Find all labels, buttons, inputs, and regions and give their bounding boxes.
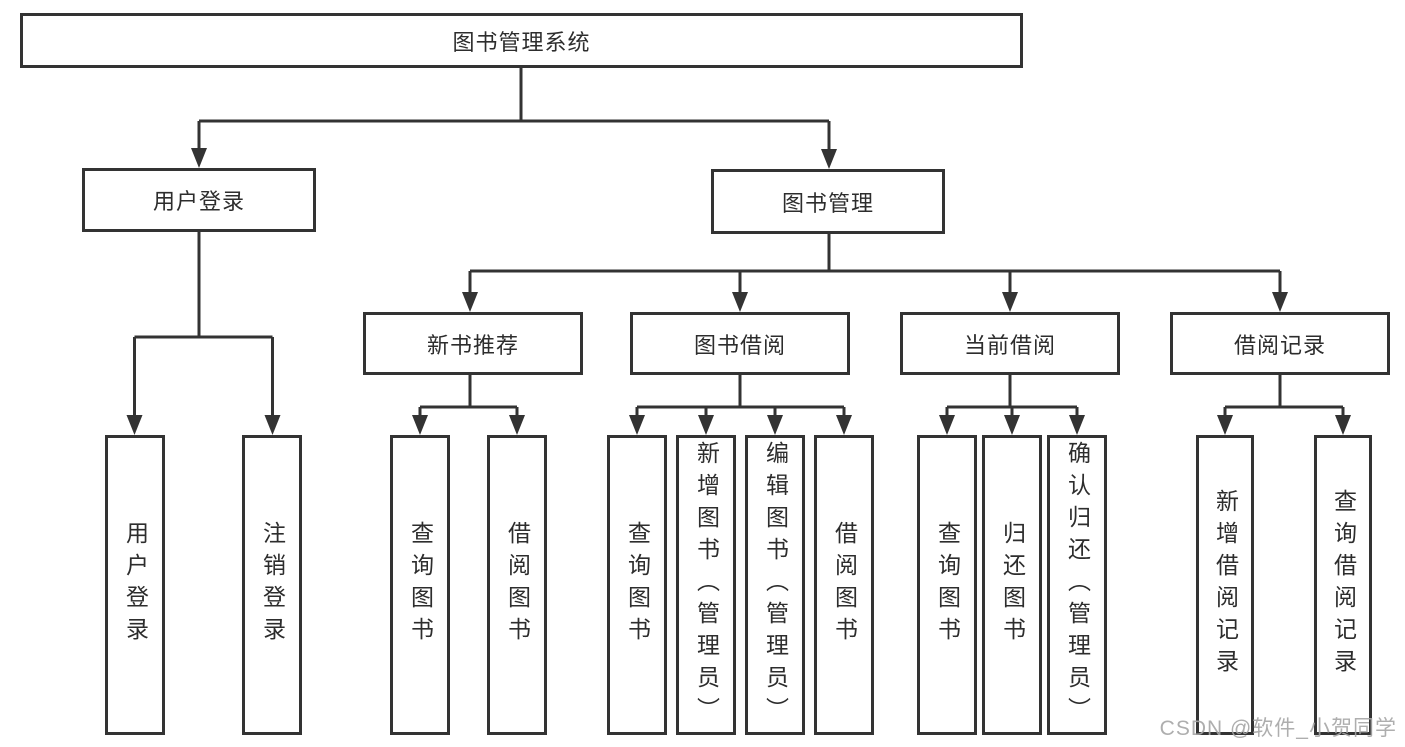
leaf-borrow-books-recommend: 借阅图书 bbox=[487, 435, 547, 735]
connector-root-to-level2 bbox=[197, 68, 831, 153]
connector-user-login-group bbox=[133, 232, 274, 419]
leaf-borrow-books-borrowing-label: 借阅图书 bbox=[831, 521, 858, 649]
leaf-confirm-return-admin-label: 确认归还（管理员） bbox=[1064, 441, 1091, 729]
connector-current-borrowing-group bbox=[945, 375, 1079, 419]
leaf-query-books-borrowing: 查询图书 bbox=[607, 435, 667, 735]
connector-book-management-to-level3 bbox=[468, 234, 1282, 296]
leaf-confirm-return-admin: 确认归还（管理员） bbox=[1047, 435, 1107, 735]
leaf-query-borrow-record-label: 查询借阅记录 bbox=[1330, 489, 1357, 681]
leaf-user-login: 用户登录 bbox=[105, 435, 165, 735]
node-book-management: 图书管理 bbox=[711, 169, 945, 234]
leaf-add-borrow-record: 新增借阅记录 bbox=[1196, 435, 1254, 735]
node-book-borrowing: 图书借阅 bbox=[630, 312, 850, 375]
leaf-return-books: 归还图书 bbox=[982, 435, 1042, 735]
connector-new-book-group bbox=[418, 375, 519, 419]
leaf-add-books-admin: 新增图书（管理员） bbox=[676, 435, 736, 735]
node-borrowing-records: 借阅记录 bbox=[1170, 312, 1390, 375]
node-root-system: 图书管理系统 bbox=[20, 13, 1023, 68]
connector-borrowing-records-group bbox=[1223, 375, 1345, 419]
leaf-add-books-admin-label: 新增图书（管理员） bbox=[693, 441, 720, 729]
leaf-borrow-books-recommend-label: 借阅图书 bbox=[504, 521, 531, 649]
leaf-query-books-current: 查询图书 bbox=[917, 435, 977, 735]
leaf-query-borrow-record: 查询借阅记录 bbox=[1314, 435, 1372, 735]
leaf-borrow-books-borrowing: 借阅图书 bbox=[814, 435, 874, 735]
leaf-logout: 注销登录 bbox=[242, 435, 302, 735]
arrowheads-level3 bbox=[462, 292, 1288, 312]
node-new-book-recommend: 新书推荐 bbox=[363, 312, 583, 375]
leaf-add-borrow-record-label: 新增借阅记录 bbox=[1212, 489, 1239, 681]
leaf-user-login-label: 用户登录 bbox=[122, 521, 149, 649]
leaf-edit-books-admin: 编辑图书（管理员） bbox=[745, 435, 805, 735]
leaf-logout-label: 注销登录 bbox=[259, 521, 286, 649]
arrowheads-borrowing-records-group bbox=[1217, 415, 1351, 435]
watermark-text: CSDN @软件_小贺同学 bbox=[1159, 717, 1397, 740]
node-user-login: 用户登录 bbox=[82, 168, 316, 232]
leaf-query-books-recommend-label: 查询图书 bbox=[407, 521, 434, 649]
leaf-query-books-current-label: 查询图书 bbox=[934, 521, 961, 649]
connector-book-borrowing-group bbox=[635, 375, 846, 419]
arrowheads-book-borrowing-group bbox=[629, 415, 852, 435]
leaf-query-books-recommend: 查询图书 bbox=[390, 435, 450, 735]
arrowheads-level2 bbox=[191, 148, 837, 169]
arrowheads-current-borrowing-group bbox=[939, 415, 1085, 435]
leaf-query-books-borrowing-label: 查询图书 bbox=[624, 521, 651, 649]
leaf-edit-books-admin-label: 编辑图书（管理员） bbox=[762, 441, 789, 729]
arrowheads-new-book-group bbox=[412, 415, 525, 435]
arrowheads-user-login-group bbox=[126, 415, 281, 435]
leaf-return-books-label: 归还图书 bbox=[999, 521, 1026, 649]
node-current-borrowing: 当前借阅 bbox=[900, 312, 1120, 375]
